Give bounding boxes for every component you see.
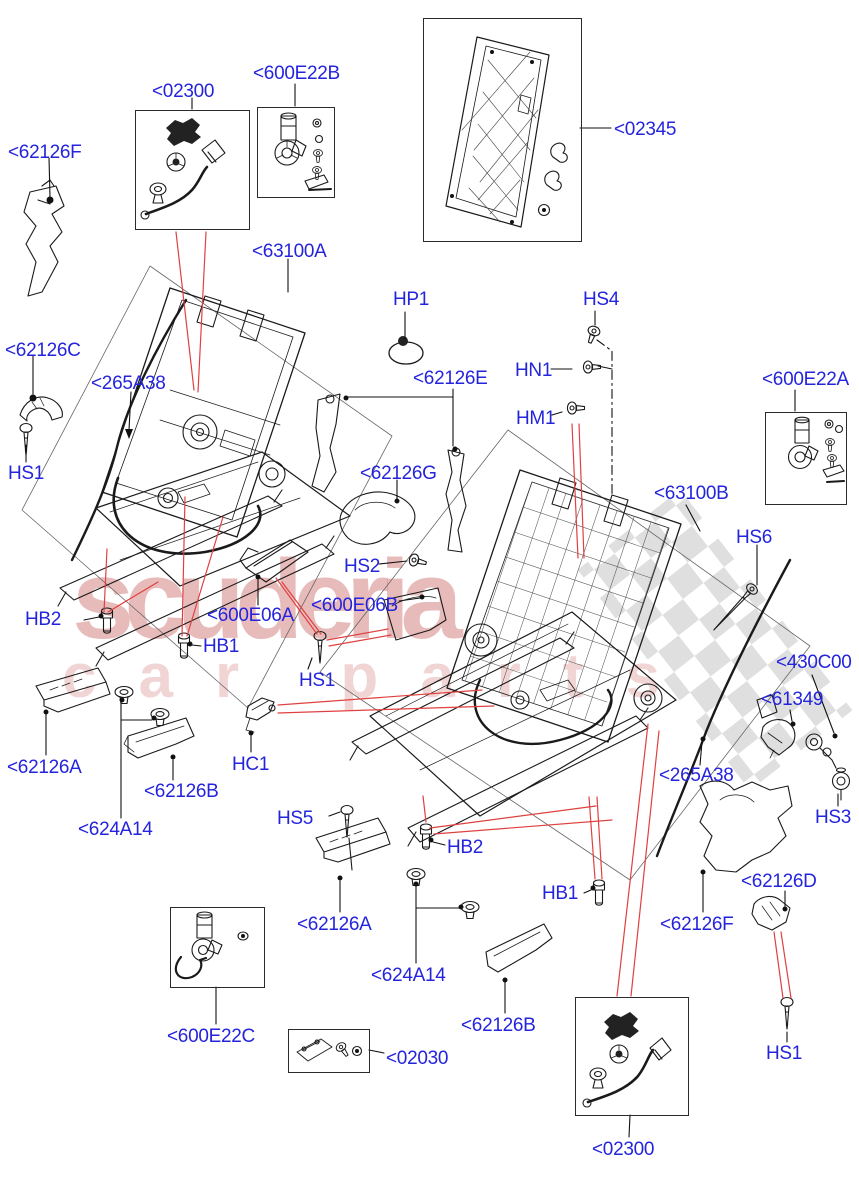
label-63100b[interactable]: <63100B [654, 483, 729, 504]
kit-600e22c [174, 911, 249, 980]
part-hp1-ring [388, 336, 424, 365]
fastener-hs5 [340, 804, 354, 838]
part-61349-latch [756, 694, 796, 759]
part-62126f-left [23, 179, 65, 297]
label-hb2-center[interactable]: HB2 [447, 837, 484, 858]
kit-02345-panel [445, 36, 568, 228]
label-265a38-left[interactable]: <265A38 [91, 373, 166, 394]
label-hs6[interactable]: HS6 [736, 527, 773, 548]
label-hn1[interactable]: HN1 [515, 360, 553, 381]
label-624a14-left[interactable]: <624A14 [78, 819, 153, 840]
label-624a14-center[interactable]: <624A14 [371, 965, 446, 986]
label-62126d[interactable]: <62126D [741, 871, 817, 892]
part-62126g [339, 491, 416, 545]
part-600e06a [239, 539, 309, 583]
label-63100a[interactable]: <63100A [252, 241, 327, 262]
watermark-subtext: car parts [62, 642, 702, 711]
seat-frame-left-63100a [21, 265, 393, 709]
label-600e06b[interactable]: <600E06B [311, 595, 398, 616]
label-02300-bottom[interactable]: <02300 [592, 1139, 655, 1160]
label-hc1[interactable]: HC1 [232, 754, 270, 775]
part-62126d [751, 895, 791, 931]
fastener-hb1-right [592, 879, 606, 906]
part-62126f-right [699, 780, 793, 873]
kit-02300-top [140, 118, 226, 220]
label-02300-top[interactable]: <02300 [152, 81, 215, 102]
fastener-hs1-center [313, 630, 327, 664]
label-hs3[interactable]: HS3 [815, 807, 852, 828]
kit-box-02300-top [135, 110, 250, 230]
part-hs3-knob [831, 767, 851, 801]
fastener-hn1 [582, 360, 602, 374]
leader-lines-black [25, 83, 839, 1138]
fastener-hb2-left [100, 607, 114, 634]
label-62126c[interactable]: <62126C [5, 340, 81, 361]
kit-box-600e22a [765, 412, 847, 505]
label-600e22b[interactable]: <600E22B [253, 63, 340, 84]
kit-02030 [296, 1038, 363, 1062]
label-hs1-center[interactable]: HS1 [299, 670, 336, 691]
part-624a14-clip2-center [460, 900, 480, 920]
label-hs4[interactable]: HS4 [583, 289, 620, 310]
fastener-hs6 [713, 583, 758, 631]
watermark-checker-band [577, 489, 853, 791]
seat-frame-right-63100b [319, 429, 811, 881]
leader-lines-red [103, 231, 792, 999]
part-430c00-assembly [805, 733, 837, 769]
leader-dots [43, 395, 838, 983]
kit-600e22a [787, 416, 845, 483]
label-600e22a[interactable]: <600E22A [762, 369, 849, 390]
label-600e22c[interactable]: <600E22C [167, 1026, 255, 1047]
label-62126a-left[interactable]: <62126A [7, 757, 82, 778]
label-hs5[interactable]: HS5 [277, 808, 314, 829]
label-61349[interactable]: <61349 [761, 689, 824, 710]
label-265a38-right[interactable]: <265A38 [659, 765, 734, 786]
kit-box-600e22b [257, 107, 335, 198]
label-hb1-left[interactable]: HB1 [203, 636, 240, 657]
label-hb2-left[interactable]: HB2 [25, 609, 62, 630]
label-hs2[interactable]: HS2 [344, 556, 381, 577]
kit-box-02030 [288, 1029, 370, 1073]
label-62126a-center[interactable]: <62126A [297, 914, 372, 935]
kit-02300-bottom [582, 1012, 672, 1108]
fastener-hs2 [407, 552, 429, 570]
label-62126f-right[interactable]: <62126F [660, 914, 734, 935]
part-62126a-left [35, 667, 111, 713]
fastener-hs1-bottom [780, 996, 794, 1030]
label-hb1-right[interactable]: HB1 [542, 883, 579, 904]
label-hs1-bottom[interactable]: HS1 [766, 1043, 803, 1064]
part-62126c [19, 394, 63, 422]
label-02030[interactable]: <02030 [386, 1048, 449, 1069]
fastener-hb1-left [177, 632, 191, 659]
label-02345[interactable]: <02345 [614, 119, 677, 140]
kit-600e22b [274, 112, 332, 191]
label-hm1[interactable]: HM1 [516, 408, 556, 429]
kit-contents [140, 36, 845, 1108]
label-62126g[interactable]: <62126G [360, 463, 437, 484]
fastener-hm1 [566, 401, 586, 415]
label-430c00[interactable]: <430C00 [776, 652, 852, 673]
label-600e06a[interactable]: <600E06A [207, 605, 294, 626]
kit-box-02345 [423, 18, 582, 242]
part-62126a-center [315, 817, 391, 863]
label-62126b-center[interactable]: <62126B [461, 1015, 536, 1036]
label-62126f-topleft[interactable]: <62126F [8, 142, 82, 163]
part-62126b-center [485, 923, 553, 973]
label-hp1[interactable]: HP1 [393, 289, 430, 310]
part-62126b-left [123, 717, 195, 759]
label-62126b-left[interactable]: <62126B [144, 781, 219, 802]
small-parts [19, 179, 851, 1030]
kit-box-600e22c [170, 907, 265, 988]
kit-box-02300-bottom [575, 997, 689, 1116]
label-hs1-left[interactable]: HS1 [8, 463, 45, 484]
label-62126e[interactable]: <62126E [413, 368, 488, 389]
part-600e06b [383, 587, 447, 641]
